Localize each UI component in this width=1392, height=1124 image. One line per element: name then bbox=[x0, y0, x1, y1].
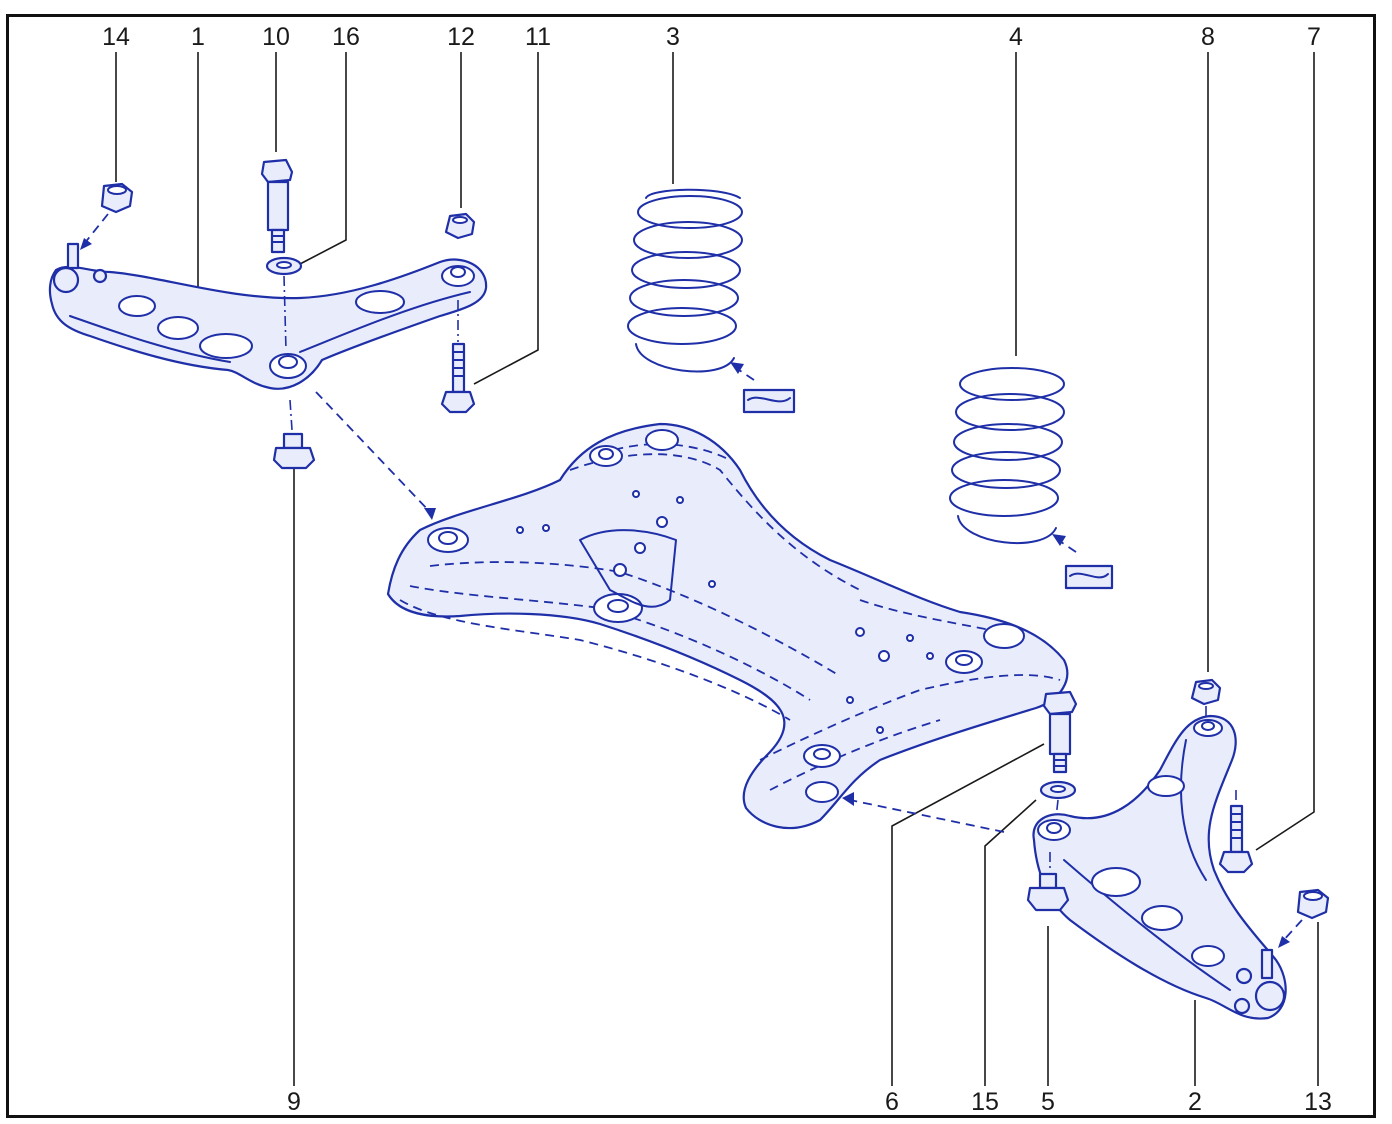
part-13-nut bbox=[1278, 888, 1330, 948]
callout-6: 6 bbox=[885, 1088, 899, 1116]
callout-4: 4 bbox=[1009, 23, 1023, 51]
callout-14: 14 bbox=[102, 23, 130, 51]
part-8-nut bbox=[1190, 678, 1222, 720]
part-2-right-control-arm bbox=[1032, 714, 1287, 1020]
leader-15 bbox=[984, 799, 1037, 1086]
callout-7: 7 bbox=[1307, 23, 1321, 51]
callout-labels: 14 1 10 16 12 11 3 4 8 7 9 6 15 5 2 13 bbox=[102, 23, 1332, 1116]
callout-15: 15 bbox=[971, 1088, 999, 1116]
axis-line-left-bolt bbox=[283, 275, 287, 351]
part-12-nut bbox=[444, 212, 476, 240]
callout-5: 5 bbox=[1041, 1088, 1055, 1116]
leader-11 bbox=[473, 52, 539, 385]
leader-7 bbox=[1255, 52, 1315, 851]
callout-8: 8 bbox=[1201, 23, 1215, 51]
part-5-nut bbox=[1026, 852, 1070, 912]
part-10-bolt bbox=[260, 158, 294, 254]
part-15-washer bbox=[1039, 780, 1077, 819]
callout-3: 3 bbox=[666, 23, 680, 51]
part-4-coil-spring bbox=[949, 367, 1114, 590]
callout-12: 12 bbox=[447, 23, 475, 51]
callout-11: 11 bbox=[525, 23, 551, 51]
part-14-nut bbox=[80, 182, 134, 250]
callout-9: 9 bbox=[287, 1088, 301, 1116]
part-16-washer bbox=[265, 256, 303, 276]
assembly-guide-lines bbox=[315, 391, 1005, 833]
callout-13: 13 bbox=[1304, 1088, 1332, 1116]
part-11-bolt bbox=[440, 300, 476, 414]
leader-16 bbox=[299, 52, 347, 265]
part-6-bolt bbox=[1042, 690, 1078, 774]
leader-lines bbox=[115, 52, 1319, 1086]
callout-1: 1 bbox=[191, 23, 205, 51]
part-9-nut bbox=[272, 399, 316, 470]
part-1-left-control-arm bbox=[48, 242, 488, 390]
leader-6 bbox=[891, 743, 1045, 1086]
callout-2: 2 bbox=[1188, 1088, 1202, 1116]
part-3-coil-spring bbox=[627, 188, 796, 414]
callout-10: 10 bbox=[262, 23, 290, 51]
subframe bbox=[386, 422, 1069, 829]
part-7-bolt bbox=[1218, 790, 1254, 874]
callout-16: 16 bbox=[332, 23, 360, 51]
